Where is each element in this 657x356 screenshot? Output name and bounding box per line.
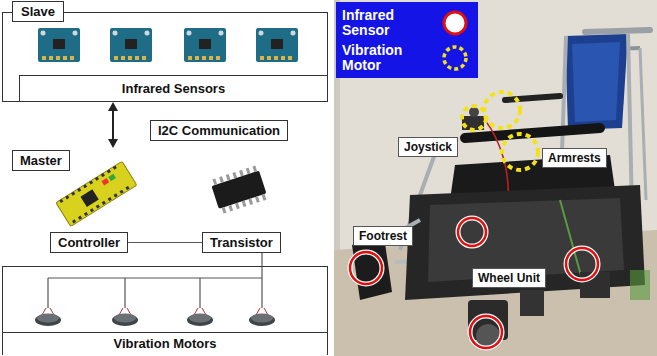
legend-dashed-circle	[444, 47, 466, 69]
box-text: Armrests	[548, 150, 601, 166]
connector	[108, 102, 118, 148]
legend-row: Vibration Motor	[342, 40, 472, 75]
connector-line	[128, 242, 202, 243]
box-text: Footrest	[359, 228, 407, 244]
component-box: Transistor	[202, 232, 281, 253]
legend-sample	[438, 7, 472, 39]
connector	[262, 253, 263, 266]
motor-wiring	[48, 266, 262, 308]
label-box: I2C Communication	[150, 120, 288, 141]
transistor-chip	[210, 165, 269, 215]
arrowhead	[108, 139, 118, 148]
connector-line	[112, 110, 114, 140]
label-box: Master	[12, 150, 70, 171]
box-text: Wheel Unit	[478, 270, 540, 286]
part-label: Wheel Unit	[472, 268, 546, 288]
region-band: Vibration Motors	[3, 332, 327, 355]
box-text: Master	[20, 152, 62, 169]
slave-region: SlaveInfrared Sensors	[2, 12, 328, 102]
connector	[128, 242, 202, 243]
legend-row: Infrared Sensor	[342, 5, 472, 40]
box-text: Joystick	[404, 139, 452, 155]
legend-circle	[444, 12, 466, 34]
box-text: Controller	[58, 234, 120, 251]
part-label: Footrest	[353, 226, 413, 246]
part-label: Armrests	[542, 148, 607, 168]
legend-box: Infrared SensorVibration Motor	[336, 2, 478, 78]
box-text: I2C Communication	[158, 122, 280, 139]
legend-text: Infrared Sensor	[342, 8, 430, 38]
legend-sample	[438, 42, 472, 74]
arrowhead	[108, 102, 118, 111]
region-heading: Slave	[12, 1, 64, 22]
wheelchair-photo	[334, 0, 657, 356]
region-band: Infrared Sensors	[19, 75, 327, 101]
connector-line	[261, 253, 262, 266]
part-label: Joystick	[398, 137, 458, 157]
motor-region: Vibration Motors	[2, 266, 328, 355]
vibration-motor-icons	[35, 308, 275, 326]
legend-text: Vibration Motor	[342, 43, 430, 73]
component-box: Controller	[50, 232, 128, 253]
infrared-sensor-icons	[38, 28, 298, 62]
controller-board	[56, 161, 137, 226]
box-text: Transistor	[210, 234, 273, 251]
